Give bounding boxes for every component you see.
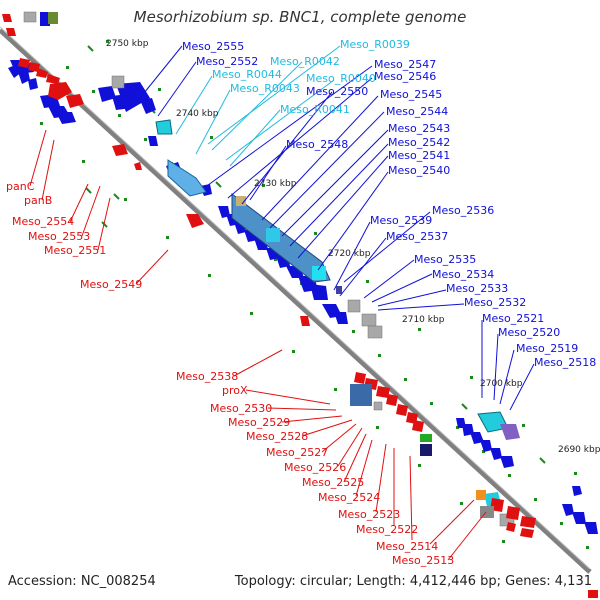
genome-title: Mesorhizobium sp. BNC1, complete genome	[133, 8, 467, 26]
genome-backbone-highlight	[0, 26, 591, 570]
tick-row-outer-upper	[106, 40, 577, 475]
gene-label-rna: Meso_R0039	[340, 38, 410, 51]
gene-label-forward: Meso_2546	[374, 70, 436, 83]
gene-label-forward: Meso_2534	[432, 268, 494, 281]
gene-label-reverse: Meso_2530	[210, 402, 272, 415]
gene-label-forward: Meso_2539	[370, 214, 432, 227]
green-box-lower	[420, 434, 432, 442]
gene-label-forward: Meso_2545	[380, 88, 442, 101]
tick-row-outer-lower	[40, 122, 505, 543]
gene-label-forward: Meso_2542	[388, 136, 450, 149]
gene-label-rna: Meso_R0044	[212, 68, 282, 81]
gene-label-reverse: Meso_2513	[392, 554, 454, 567]
gene-label-reverse: Meso_2528	[246, 430, 308, 443]
gene-label-reverse: panB	[24, 194, 52, 207]
gene-label-reverse: proX	[222, 384, 248, 397]
gene-label-forward: Meso_2535	[414, 253, 476, 266]
gene-label-reverse: panC	[6, 180, 35, 193]
gene-label-forward: Meso_2543	[388, 122, 450, 135]
gene-label-reverse: Meso_2526	[284, 461, 346, 474]
gene-label-forward: Meso_2550	[306, 85, 368, 98]
gene-label-reverse: Meso_2551	[44, 244, 106, 257]
gene-label-forward: Meso_2555	[182, 40, 244, 53]
gene-label-forward: Meso_2544	[386, 105, 448, 118]
gene-label-rna: Meso_R0042	[270, 55, 340, 68]
gene-label-forward: Meso_2547	[374, 58, 436, 71]
gene-label-rna: Meso_R0040	[306, 72, 376, 85]
gene-label-forward: Meso_2519	[516, 342, 578, 355]
reverse-genes	[2, 14, 598, 598]
rna-genes	[155, 119, 520, 510]
kbp-label: 2750 kbp	[106, 39, 149, 49]
gene-label-forward: Meso_2548	[286, 138, 348, 151]
accession-label: Accession: NC_008254	[8, 574, 156, 589]
kbp-label: 2700 kbp	[480, 379, 523, 389]
gene-label-reverse: Meso_2514	[376, 540, 438, 553]
kbp-label: 2740 kbp	[176, 109, 219, 119]
gene-label-reverse: Meso_2524	[318, 491, 380, 504]
kbp-label: 2730 kbp	[254, 179, 297, 189]
kbp-label: 2710 kbp	[402, 315, 445, 325]
gene-label-reverse: Meso_2553	[28, 230, 90, 243]
gene-label-forward: Meso_2537	[386, 230, 448, 243]
navy-box-lower	[420, 444, 432, 456]
gene-label-forward: Meso_2540	[388, 164, 450, 177]
rna-leader-lines	[175, 45, 341, 167]
gene-label-rna: Meso_R0041	[280, 103, 350, 116]
gene-label-forward: Meso_2541	[388, 149, 450, 162]
grey-features	[23, 11, 515, 527]
gene-label-reverse: Meso_2554	[12, 215, 74, 228]
gene-label-reverse: Meso_2523	[338, 508, 400, 521]
gene-label-forward: Meso_2521	[482, 312, 544, 325]
gene-label-reverse: Meso_2549	[80, 278, 142, 291]
reverse-leader-lines	[29, 129, 487, 561]
kbp-label: 2720 kbp	[328, 249, 371, 259]
topology-summary: Topology: circular; Length: 4,412,446 bp…	[234, 574, 592, 589]
gene-label-forward: Meso_2520	[498, 326, 560, 339]
gene-label-reverse: Meso_2527	[266, 446, 328, 459]
gene-label-forward: Meso_2552	[196, 55, 258, 68]
gene-label-forward: Meso_2536	[432, 204, 494, 217]
blue-box-lower	[350, 384, 372, 406]
gene-label-reverse: Meso_2522	[356, 523, 418, 536]
gene-label-rna: Meso_R0043	[230, 82, 300, 95]
gene-label-forward: Meso_2518	[534, 356, 596, 369]
gene-label-forward: Meso_2533	[446, 282, 508, 295]
purple-feature	[336, 286, 342, 294]
gene-label-reverse: Meso_2529	[228, 416, 290, 429]
gene-label-reverse: Meso_2538	[176, 370, 238, 383]
gene-label-forward: Meso_2532	[464, 296, 526, 309]
olive-feature	[48, 12, 58, 24]
gene-label-reverse: Meso_2525	[302, 476, 364, 489]
forward-leader-lines	[139, 45, 535, 411]
kbp-label: 2690 kbp	[558, 445, 600, 455]
genome-backbone	[0, 28, 592, 574]
